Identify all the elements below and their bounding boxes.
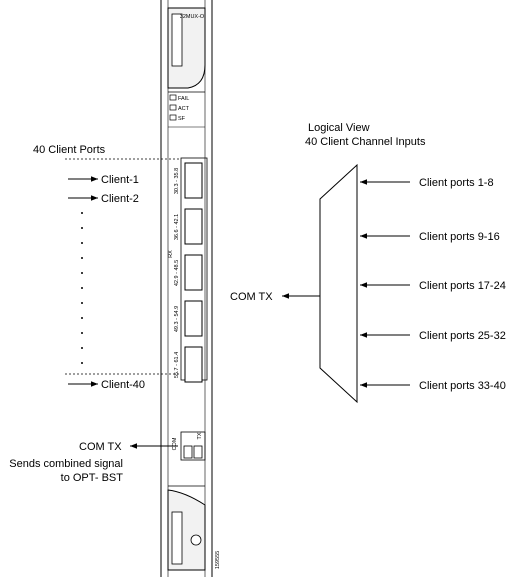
bottom-ejector-latch (167, 485, 206, 571)
client-port-1[interactable] (184, 162, 203, 199)
client-ports-header: 40 Client Ports (33, 144, 106, 156)
input-label-3: Client ports 17-24 (419, 280, 506, 292)
client-2-label: Client-2 (101, 193, 139, 205)
client-port-3[interactable] (184, 254, 203, 291)
client-ports-annotation: 40 Client Ports Client-1 Client-2 Client… (33, 144, 181, 391)
led-act-label: ACT (178, 106, 190, 112)
port-3-label: 42.9 - 48.5 (174, 260, 180, 286)
led-sf: SF (169, 114, 186, 122)
continuation-dots (81, 212, 83, 364)
client-port-4[interactable] (184, 300, 203, 337)
com-label: COM (172, 437, 178, 450)
client-port-2[interactable] (184, 208, 203, 245)
input-label-5: Client ports 33-40 (419, 380, 506, 392)
port-4-label: 49.3 - 54.9 (174, 306, 180, 332)
client-40-label: Client-40 (101, 379, 145, 391)
led-fail-label: FAIL (178, 96, 189, 102)
sends-line1: Sends combined signal (9, 458, 123, 470)
led-act: ACT (169, 104, 190, 112)
input-label-2: Client ports 9-16 (419, 231, 500, 243)
logical-view-subtitle: 40 Client Channel Inputs (305, 136, 426, 148)
port-2-label: 36.6 - 42.1 (174, 214, 180, 240)
port-1-label: 30.3 - 35.8 (174, 168, 180, 194)
figure-number: 159555 (215, 551, 221, 569)
tx-label: TX (197, 432, 203, 439)
logical-view: Logical View 40 Client Channel Inputs CO… (230, 122, 506, 404)
sends-line2: to OPT- BST (61, 472, 124, 484)
client-port-5[interactable] (184, 346, 203, 383)
port-5-label: 55.7 - 61.4 (174, 352, 180, 378)
led-sf-label: SF (178, 116, 186, 122)
input-label-1: Client ports 1-8 (419, 177, 494, 189)
logical-view-title: Logical View (308, 122, 370, 134)
led-fail: FAIL (169, 94, 189, 102)
com-tx-left-label: COM TX (79, 441, 122, 453)
client-1-label: Client-1 (101, 174, 139, 186)
card-faceplate: 32MUX-O FAIL ACT SF 30.3 - 35.8 36.6 - 4… (160, 0, 221, 577)
com-tx-logical-label: COM TX (230, 291, 273, 303)
card-name-label: 32MUX-O (180, 14, 205, 20)
rx-label: RX (168, 250, 174, 258)
top-ejector-latch (167, 7, 206, 93)
com-tx-annotation: COM TX Sends combined signal to OPT- BST (9, 441, 178, 484)
mux-trapezoid (319, 163, 358, 404)
com-tx-connector[interactable] (180, 431, 206, 461)
input-label-4: Client ports 25-32 (419, 330, 506, 342)
